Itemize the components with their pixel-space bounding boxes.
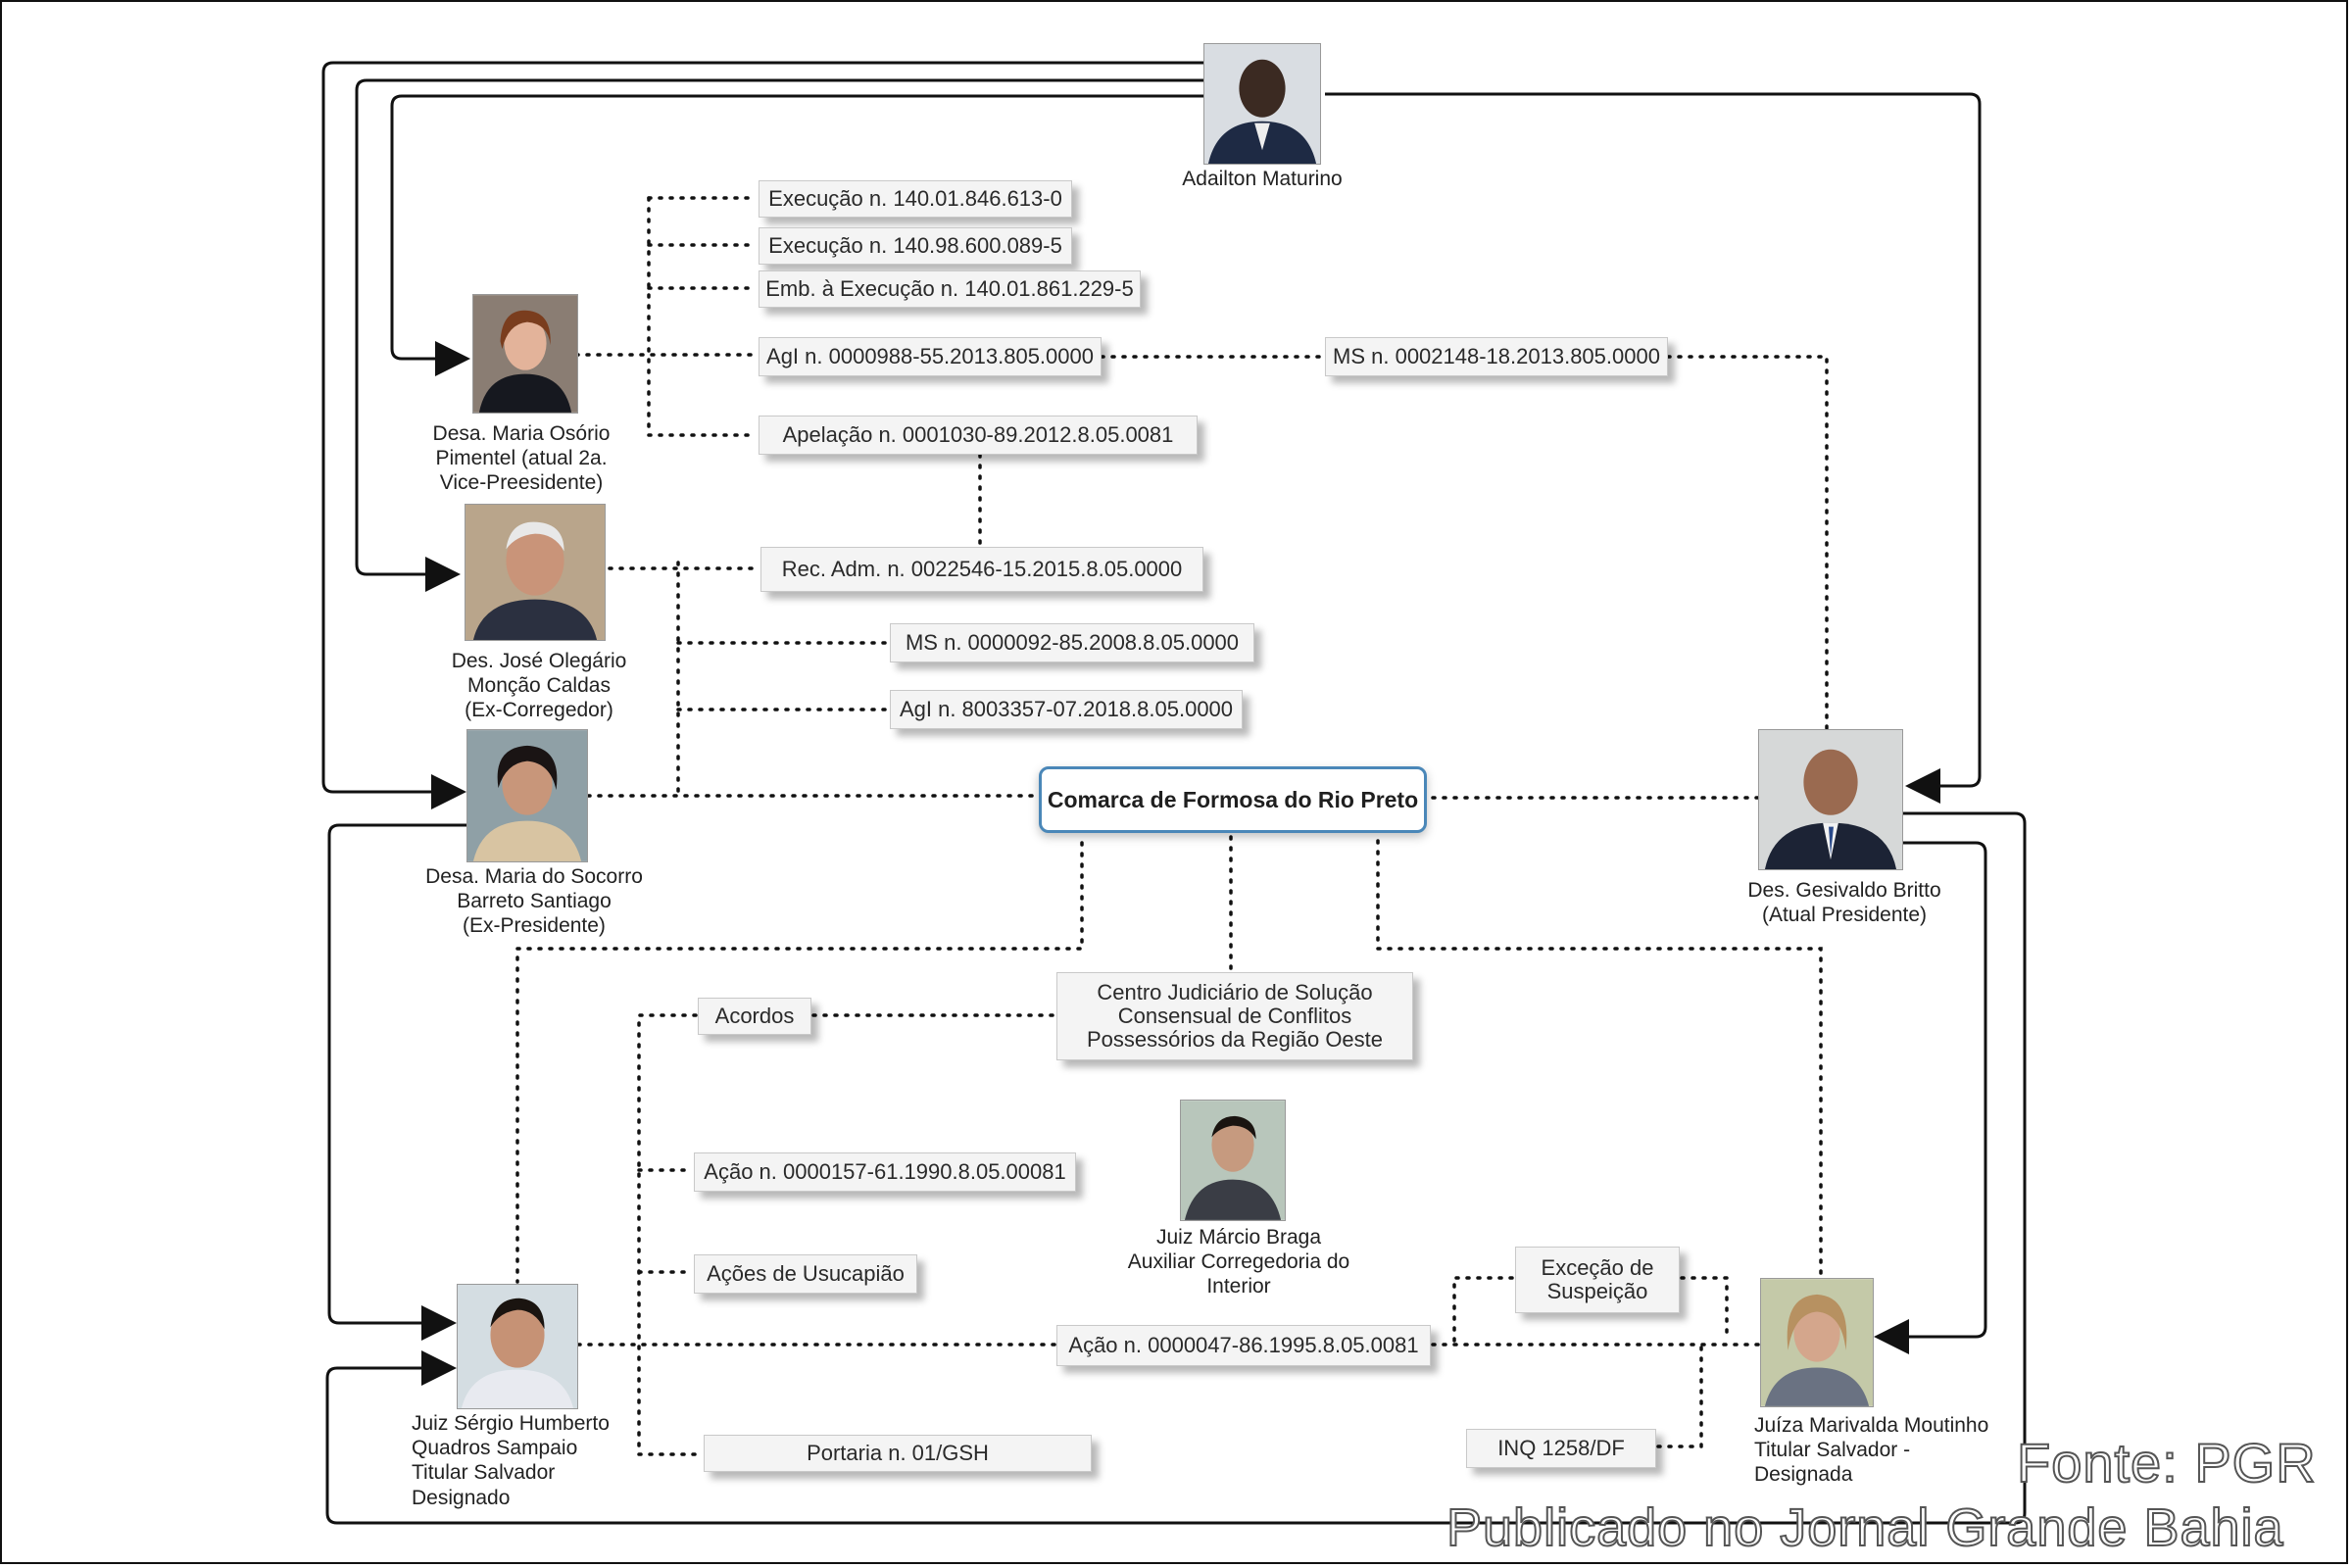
source-credit: Fonte: PGR	[2016, 1431, 2317, 1494]
photo-maria-osorio	[472, 294, 578, 414]
caption-line: Designada	[1754, 1463, 1853, 1487]
box-agi-1: AgI n. 0000988-55.2013.805.0000	[759, 337, 1102, 376]
caption-jose-olegario: Des. José Olegário Monção Caldas (Ex-Cor…	[421, 649, 657, 723]
caption-line: Juiz Sérgio Humberto	[412, 1412, 610, 1435]
box-apelacao: Apelação n. 0001030-89.2012.8.05.0081	[759, 416, 1198, 455]
arrow-gesivaldo-to-sergio	[325, 811, 2027, 1525]
box-excecao-suspeicao: Exceção de Suspeição	[1515, 1247, 1680, 1313]
arrow-adailton-to-gesivaldo	[1325, 92, 1982, 804]
box-line: Suspeição	[1546, 1279, 1648, 1303]
caption-line: Desa. Maria Osório	[432, 422, 611, 445]
photo-jose-olegario	[465, 504, 606, 641]
photo-marivalda-moutinho	[1760, 1278, 1874, 1407]
caption-line: Des. José Olegário	[451, 650, 627, 672]
box-acao-2: Ação n. 0000047-86.1995.8.05.0081	[1056, 1325, 1431, 1366]
photo-adailton-maturino	[1203, 43, 1321, 165]
arrow-adailton-to-osorio	[390, 94, 1205, 376]
caption-line: Adailton Maturino	[1182, 168, 1343, 190]
box-agi-2: AgI n. 8003357-07.2018.8.05.0000	[890, 690, 1243, 729]
caption-marivalda-moutinho: Juíza Marivalda Moutinho Titular Salvado…	[1754, 1413, 2019, 1488]
caption-line: Juiz Márcio Braga	[1155, 1226, 1322, 1249]
arrow-gesivaldo-to-marivalda	[1874, 841, 1987, 1354]
caption-line: Barreto Santiago	[457, 890, 612, 913]
box-embargos-execucao: Emb. à Execução n. 140.01.861.229-5	[759, 270, 1141, 308]
box-line: Consensual de Conflitos	[1117, 1003, 1352, 1028]
caption-maria-socorro: Desa. Maria do Socorro Barreto Santiago …	[402, 864, 666, 939]
caption-line: Titular Salvador -	[1754, 1439, 1911, 1462]
box-acoes-usucapiao: Ações de Usucapião	[694, 1254, 917, 1294]
box-line: Possessórios da Região Oeste	[1086, 1027, 1384, 1053]
box-acordos: Acordos	[698, 998, 811, 1035]
caption-marcio-braga: Juiz Márcio Braga Auxiliar Corregedoria …	[1109, 1225, 1368, 1299]
box-execucao-1: Execução n. 140.01.846.613-0	[759, 180, 1072, 218]
photo-marcio-braga	[1180, 1100, 1286, 1221]
box-acao-1: Ação n. 0000157-61.1990.8.05.00081	[694, 1152, 1076, 1192]
photo-gesivaldo-britto	[1758, 729, 1903, 870]
caption-line: Pimentel (atual 2a.	[435, 447, 608, 470]
caption-line: Designado	[412, 1486, 511, 1509]
caption-adailton-maturino: Adailton Maturino	[1154, 167, 1370, 191]
center-comarca-formosa: Comarca de Formosa do Rio Preto	[1039, 766, 1427, 833]
caption-line: Desa. Maria do Socorro	[425, 865, 643, 888]
caption-line: Des. Gesivaldo Britto	[1747, 879, 1941, 902]
box-execucao-2: Execução n. 140.98.600.089-5	[759, 227, 1072, 265]
box-centro-judiciario: Centro Judiciário de Solução Consensual …	[1056, 972, 1413, 1060]
caption-line: Interior	[1206, 1275, 1271, 1298]
caption-gesivaldo-britto: Des. Gesivaldo Britto (Atual Presidente)	[1719, 878, 1970, 927]
caption-line: Monção Caldas	[467, 674, 611, 698]
publication-credit: Publicado no Jornal Grande Bahia	[1446, 1497, 2284, 1558]
caption-line: Juíza Marivalda Moutinho	[1754, 1414, 1989, 1437]
box-portaria: Portaria n. 01/GSH	[704, 1435, 1092, 1472]
caption-line: (Atual Presidente)	[1761, 904, 1928, 927]
caption-line: Auxiliar Corregedoria do	[1127, 1250, 1350, 1274]
caption-line: Titular Salvador	[412, 1461, 556, 1485]
box-inq: INQ 1258/DF	[1466, 1429, 1656, 1468]
box-ms-2: MS n. 0000092-85.2008.8.05.0000	[890, 623, 1254, 662]
caption-line: Vice-Preesidente)	[439, 471, 604, 495]
arrow-adailton-to-socorro	[321, 61, 1205, 809]
caption-sergio-humberto: Juiz Sérgio Humberto Quadros Sampaio Tit…	[412, 1411, 627, 1510]
box-ms-1: MS n. 0002148-18.2013.805.0000	[1325, 337, 1668, 376]
arrow-socorro-to-sergio	[327, 823, 470, 1341]
box-line: Centro Judiciário de Solução	[1097, 979, 1373, 1004]
caption-line: Quadros Sampaio	[412, 1437, 578, 1460]
photo-sergio-humberto	[457, 1284, 578, 1409]
caption-line: (Ex-Corregedor)	[465, 699, 613, 722]
caption-maria-osorio: Desa. Maria Osório Pimentel (atual 2a. V…	[404, 421, 639, 496]
arrow-adailton-to-olegario	[355, 78, 1205, 592]
box-rec-adm: Rec. Adm. n. 0022546-15.2015.8.05.0000	[760, 547, 1203, 592]
photo-maria-socorro	[466, 729, 588, 862]
box-line: Exceção de	[1541, 1254, 1654, 1280]
caption-line: (Ex-Presidente)	[463, 914, 606, 938]
